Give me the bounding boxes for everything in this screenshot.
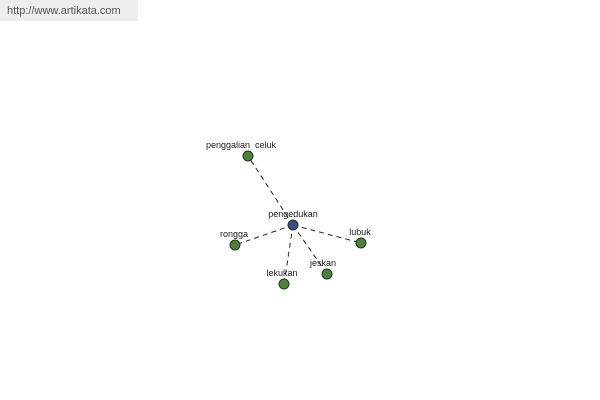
diagram-nodes: [229, 150, 367, 290]
node-pengedukan[interactable]: [287, 219, 299, 231]
diagram-edges: [234, 155, 362, 285]
label-jeskan: jeskan: [309, 258, 336, 268]
label-penggalian: penggalian celuk: [206, 140, 277, 150]
source-url-text: http://www.artikata.com: [7, 5, 121, 17]
label-rongga: rongga: [220, 229, 248, 239]
edge-rongga: [234, 224, 294, 246]
node-rongga[interactable]: [229, 239, 241, 251]
label-lekukan: lekukan: [266, 268, 297, 278]
node-penggalian[interactable]: [242, 150, 254, 162]
edge-lubuk: [292, 224, 362, 244]
edge-lekukan: [283, 224, 294, 285]
edge-penggalian: [247, 155, 294, 226]
source-url-label: http://www.artikata.com: [0, 0, 138, 21]
diagram-labels: penggalian celuk rongga lubuk lekukan je…: [206, 140, 371, 278]
node-jeskan[interactable]: [321, 268, 333, 280]
node-lubuk[interactable]: [355, 237, 367, 249]
node-lekukan[interactable]: [278, 278, 290, 290]
edge-jeskan: [292, 224, 328, 275]
label-lubuk: lubuk: [349, 227, 371, 237]
label-pengedukan: pengedukan: [268, 209, 318, 219]
